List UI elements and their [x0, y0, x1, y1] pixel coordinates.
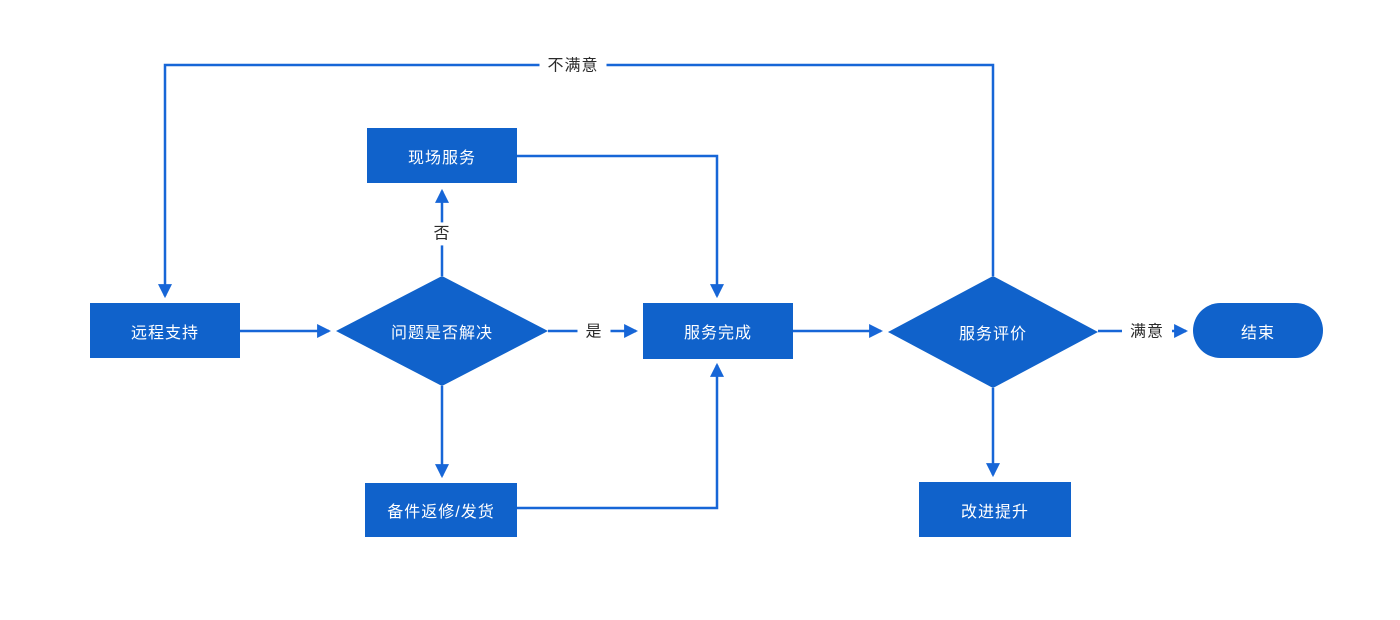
node-end-label: 结束	[1240, 324, 1275, 342]
node-remote-support-label: 远程支持	[130, 324, 199, 342]
node-onsite-service[interactable]: 现场服务	[367, 128, 517, 183]
node-remote-support[interactable]: 远程支持	[90, 303, 240, 358]
node-problem-solved-label: 问题是否解决	[390, 325, 493, 342]
edge-label-yes: 是	[577, 320, 611, 344]
node-improvement[interactable]: 改进提升	[919, 482, 1071, 537]
node-service-evaluation-decision[interactable]: 服务评价	[888, 276, 1098, 388]
edge-spareparts-to-complete	[517, 362, 724, 510]
edge-evaluation-to-remote	[158, 63, 995, 299]
edge-onsite-to-complete	[517, 154, 724, 299]
edge-label-not-satisfied: 不满意	[539, 54, 607, 78]
edge-label-satisfied: 满意	[1121, 320, 1173, 344]
node-service-complete[interactable]: 服务完成	[643, 303, 793, 359]
node-spare-parts-label: 备件返修/发货	[387, 504, 495, 521]
edge-label-no: 否	[425, 222, 459, 246]
node-onsite-service-label: 现场服务	[407, 149, 476, 167]
node-service-complete-label: 服务完成	[683, 325, 752, 342]
node-problem-solved-decision[interactable]: 问题是否解决	[336, 276, 548, 386]
node-end[interactable]: 结束	[1193, 303, 1323, 358]
node-service-evaluation-label: 服务评价	[958, 326, 1027, 343]
node-spare-parts[interactable]: 备件返修/发货	[365, 483, 517, 537]
node-improvement-label: 改进提升	[960, 503, 1029, 521]
